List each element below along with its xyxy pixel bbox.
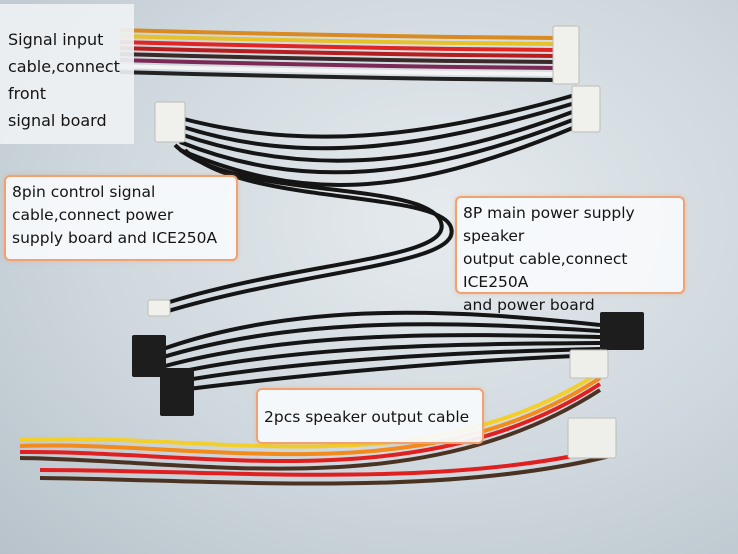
control-connector-right: [571, 85, 601, 133]
main-power-label: 8P main power supply speaker output cabl…: [455, 196, 685, 314]
speaker-output-cables: [19, 370, 611, 486]
speaker-connector-bottom: [567, 417, 617, 459]
signal-ribbon-cable: [119, 28, 556, 82]
control-connector-left: [154, 101, 186, 143]
control-signal-label: 8pin control signal cable,connect power …: [4, 175, 238, 261]
power-connector-left-2: [160, 368, 194, 416]
main-power-cable: [159, 310, 601, 392]
control-connector-small: [147, 299, 171, 317]
control-signal-cable: [159, 93, 576, 314]
speaker-connector-top: [569, 349, 609, 379]
signal-input-label: Signal input cable,connect front signal …: [0, 4, 134, 144]
power-connector-left-1: [132, 335, 166, 377]
ribbon-connector: [552, 25, 580, 85]
power-connector-right: [600, 312, 644, 350]
speaker-output-label: 2pcs speaker output cable: [256, 388, 484, 444]
